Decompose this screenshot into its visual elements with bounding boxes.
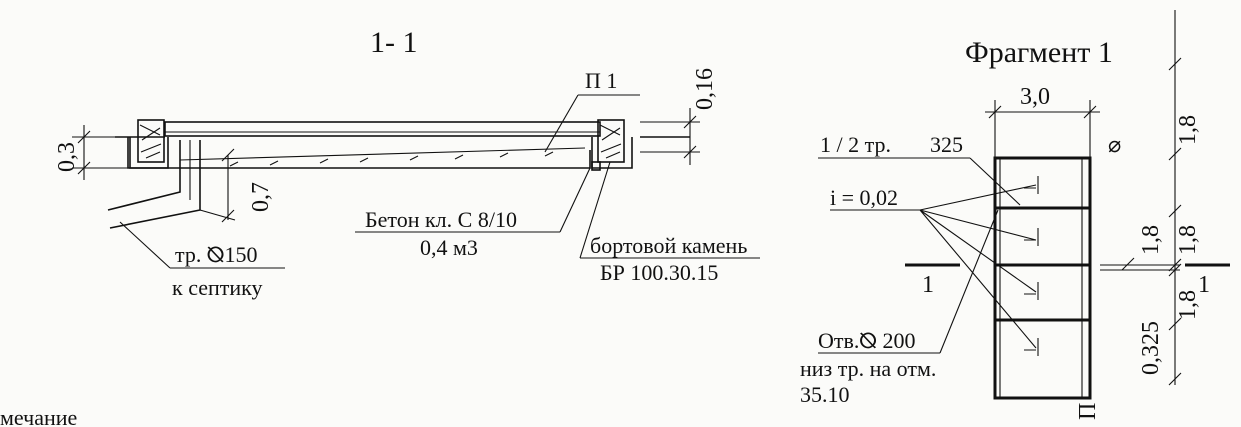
width-dim-label: 3,0 (1020, 84, 1050, 110)
dim-top-label: 0,16 (692, 68, 718, 110)
dim-325-label: 325 (930, 132, 963, 157)
pipe-note: тр. ⦰150 к септику (119, 221, 285, 300)
diameter-sign: ⌀ (1108, 132, 1121, 157)
pipe-label: тр. ⦰150 (175, 242, 258, 267)
slab-mark: П 1 (544, 68, 640, 153)
dim-0-16: 0,16 (640, 68, 718, 165)
curb-label: бортовой камень (590, 233, 747, 258)
plan-slabs (993, 156, 1092, 400)
section-mark-right-label: 1 (1198, 272, 1210, 298)
slab-mark-label: П 1 (585, 68, 617, 93)
dim-depth-label: 0,7 (248, 182, 274, 212)
section-1-1: 1- 1 (54, 26, 760, 300)
bottom-mark: П (1075, 403, 1101, 420)
fragment-title: Фрагмент 1 (965, 36, 1113, 69)
dim-0-3: 0,3 (54, 125, 128, 180)
side-dims: 1,8 1,8 1,8 1,8 0,325 ⌀ (1100, 10, 1201, 386)
concrete-label: Бетон кл. С 8/10 (365, 207, 517, 232)
dim-0-7: 0,7 (221, 148, 274, 223)
section-mark-right: 1 (1185, 263, 1230, 298)
right-curb-stone (591, 119, 633, 171)
footer-note: мечание (0, 405, 77, 427)
side-dim-3: 1,8 (1175, 225, 1201, 255)
hole-label: Отв.⦰ 200 (818, 328, 916, 353)
concrete-volume: 0,4 м3 (420, 235, 478, 260)
pipe-half-note: 1 / 2 тр. 325 (818, 132, 1021, 206)
pipe-half-label: 1 / 2 тр. (820, 132, 891, 157)
hole-note: Отв.⦰ 200 низ тр. на отм. 35.10 (800, 209, 999, 407)
hole-elev-label: 35.10 (800, 382, 850, 407)
dim-0-325-label: 0,325 (1138, 321, 1164, 375)
left-curb-stone (127, 119, 169, 169)
side-dim-2: 1,8 (1138, 225, 1164, 255)
concrete-note: Бетон кл. С 8/10 0,4 м3 (355, 167, 591, 260)
slope-label: i = 0,02 (830, 185, 898, 210)
curb-mark: БР 100.30.15 (600, 260, 718, 285)
fragment-1: Фрагмент 1 3,0 1 / 2 тр. 325 (800, 10, 1230, 420)
slab (115, 121, 690, 169)
section-title: 1- 1 (370, 26, 418, 59)
side-dim-4: 1,8 (1175, 290, 1201, 320)
septic-pipe (107, 140, 236, 229)
pipe-dest: к септику (172, 275, 263, 300)
dim-3-0: 3,0 (985, 84, 1100, 160)
hole-bottom-label: низ тр. на отм. (800, 356, 936, 381)
curb-note: бортовой камень БР 100.30.15 (579, 161, 760, 285)
slope-note: i = 0,02 (830, 184, 1037, 349)
section-mark-left-label: 1 (922, 272, 934, 298)
section-mark-left: 1 (905, 263, 960, 298)
dim-left-label: 0,3 (54, 142, 80, 172)
side-dim-1: 1,8 (1175, 115, 1201, 145)
